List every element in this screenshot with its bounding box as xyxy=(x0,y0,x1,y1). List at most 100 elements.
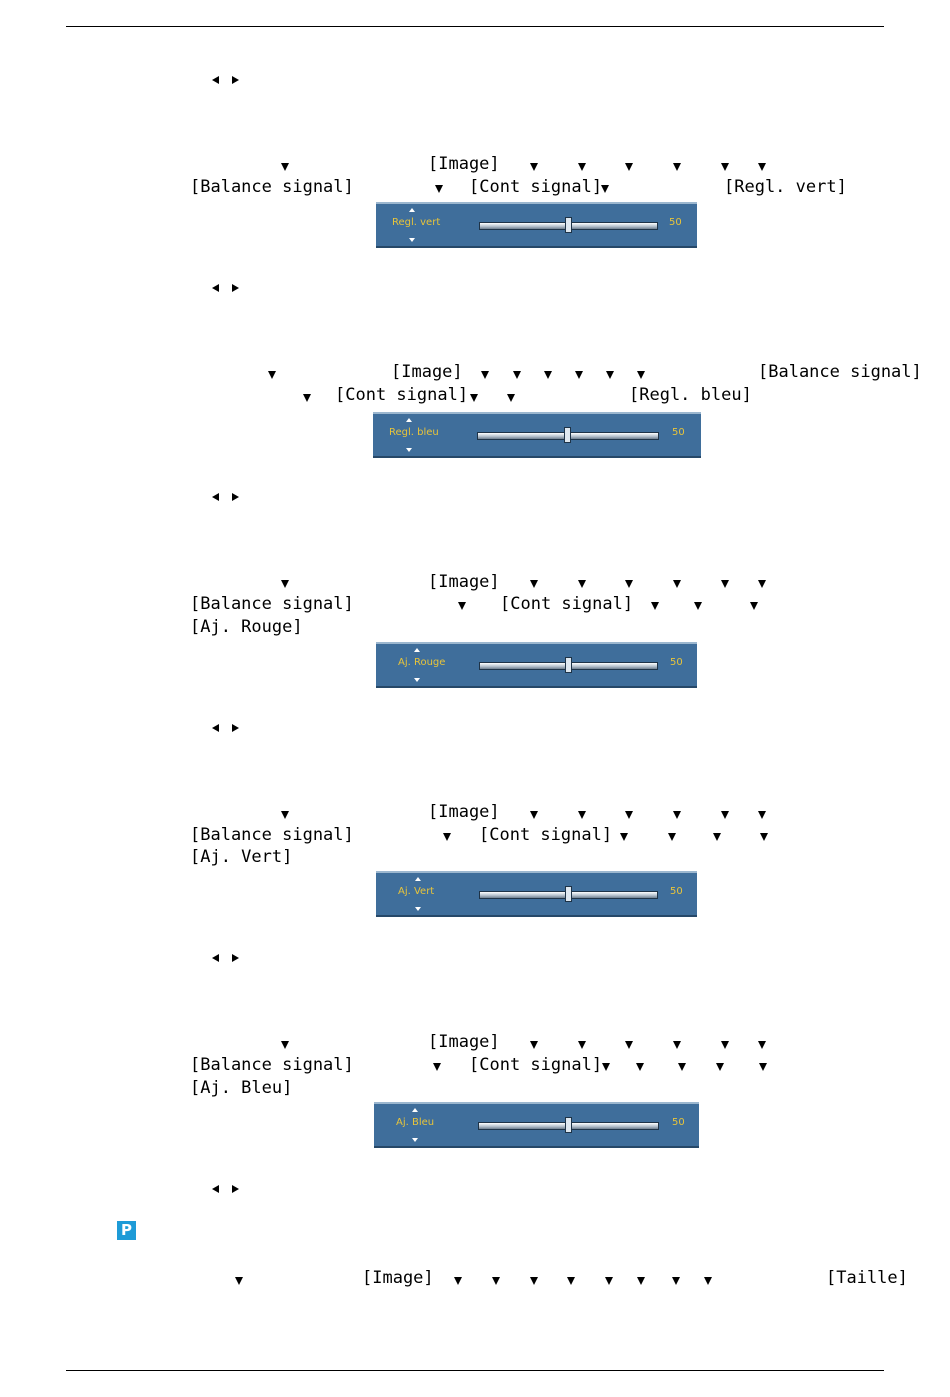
down-arrow-icon xyxy=(435,185,443,193)
up-arrow-icon xyxy=(406,418,412,422)
menu-token-cont-signal: [Cont signal] xyxy=(479,825,613,845)
menu-token-taille: [Taille] xyxy=(826,1268,908,1288)
header-rule xyxy=(66,26,884,27)
menu-token-image: [Image] xyxy=(362,1268,434,1288)
down-arrow-icon xyxy=(651,602,659,610)
down-arrow-icon xyxy=(750,602,758,610)
left-right-arrows-icon xyxy=(212,75,244,85)
menu-token-balance-signal: [Balance signal] xyxy=(190,594,354,614)
down-arrow-icon xyxy=(721,163,729,171)
menu-token-image: [Image] xyxy=(428,572,500,592)
menu-token-image: [Image] xyxy=(428,154,500,174)
menu-token-balance-signal: [Balance signal] xyxy=(758,362,922,382)
slider-knob[interactable] xyxy=(564,217,572,233)
down-arrow-icon xyxy=(454,1277,462,1285)
down-arrow-icon xyxy=(673,1041,681,1049)
down-arrow-icon xyxy=(578,163,586,171)
down-arrow-icon xyxy=(458,602,466,610)
down-arrow-icon xyxy=(470,394,478,402)
menu-token-cont-signal: [Cont signal] xyxy=(335,385,469,405)
down-arrow-icon xyxy=(668,833,676,841)
menu-token-image: [Image] xyxy=(391,362,463,382)
menu-token-aj-vert: [Aj. Vert] xyxy=(190,847,293,867)
down-arrow-icon xyxy=(605,1277,613,1285)
down-arrow-icon xyxy=(281,811,289,819)
down-arrow-icon xyxy=(716,1063,724,1071)
menu-token-balance-signal: [Balance signal] xyxy=(190,825,354,845)
osd-value: 50 xyxy=(672,427,685,438)
down-arrow-icon xyxy=(620,833,628,841)
down-arrow-icon xyxy=(759,1063,767,1071)
down-arrow-icon xyxy=(492,1277,500,1285)
down-arrow-icon xyxy=(672,1277,680,1285)
down-arrow-icon xyxy=(625,1041,633,1049)
down-arrow-icon xyxy=(606,371,614,379)
down-arrow-icon xyxy=(406,448,412,452)
down-arrow-icon xyxy=(678,1063,686,1071)
down-arrow-icon xyxy=(758,1041,766,1049)
down-arrow-icon xyxy=(578,580,586,588)
osd-value: 50 xyxy=(669,217,682,228)
down-arrow-icon xyxy=(721,811,729,819)
slider-knob[interactable] xyxy=(564,1117,572,1133)
slider-knob[interactable] xyxy=(564,657,572,673)
down-arrow-icon xyxy=(235,1277,243,1285)
down-arrow-icon xyxy=(414,678,420,682)
up-arrow-icon xyxy=(412,1108,418,1112)
up-arrow-icon xyxy=(415,877,421,881)
down-arrow-icon xyxy=(760,833,768,841)
down-arrow-icon xyxy=(704,1277,712,1285)
osd-value: 50 xyxy=(670,886,683,897)
osd-slider-regl-vert: Regl. vert 50 xyxy=(376,202,697,248)
down-arrow-icon xyxy=(758,580,766,588)
down-arrow-icon xyxy=(530,580,538,588)
left-right-arrows-icon xyxy=(212,723,244,733)
down-arrow-icon xyxy=(281,163,289,171)
left-right-arrows-icon xyxy=(212,492,244,502)
menu-token-aj-bleu: [Aj. Bleu] xyxy=(190,1078,293,1098)
down-arrow-icon xyxy=(513,371,521,379)
down-arrow-icon xyxy=(625,811,633,819)
osd-slider-regl-bleu: Regl. bleu 50 xyxy=(373,412,701,458)
down-arrow-icon xyxy=(625,163,633,171)
down-arrow-icon xyxy=(530,163,538,171)
slider-knob[interactable] xyxy=(564,427,571,443)
down-arrow-icon xyxy=(575,371,583,379)
down-arrow-icon xyxy=(507,394,515,402)
menu-token-balance-signal: [Balance signal] xyxy=(190,1055,354,1075)
down-arrow-icon xyxy=(673,580,681,588)
down-arrow-icon xyxy=(758,163,766,171)
up-arrow-icon xyxy=(414,648,420,652)
down-arrow-icon xyxy=(578,811,586,819)
down-arrow-icon xyxy=(601,185,609,193)
menu-token-cont-signal: [Cont signal] xyxy=(469,1055,603,1075)
up-arrow-icon xyxy=(409,208,415,212)
down-arrow-icon xyxy=(567,1277,575,1285)
osd-label: Aj. Rouge xyxy=(398,657,446,668)
down-arrow-icon xyxy=(530,811,538,819)
osd-slider-aj-rouge: Aj. Rouge 50 xyxy=(376,642,697,688)
left-right-arrows-icon xyxy=(212,1184,244,1194)
down-arrow-icon xyxy=(637,1277,645,1285)
menu-token-image: [Image] xyxy=(428,1032,500,1052)
down-arrow-icon xyxy=(281,1041,289,1049)
down-arrow-icon xyxy=(268,371,276,379)
osd-label: Aj. Vert xyxy=(398,886,435,897)
down-arrow-icon xyxy=(415,907,421,911)
down-arrow-icon xyxy=(713,833,721,841)
down-arrow-icon xyxy=(303,394,311,402)
down-arrow-icon xyxy=(602,1063,610,1071)
down-arrow-icon xyxy=(637,371,645,379)
down-arrow-icon xyxy=(625,580,633,588)
slider-knob[interactable] xyxy=(564,886,572,902)
down-arrow-icon xyxy=(673,163,681,171)
down-arrow-icon xyxy=(721,580,729,588)
down-arrow-icon xyxy=(544,371,552,379)
osd-slider-aj-bleu: Aj. Bleu 50 xyxy=(374,1102,699,1148)
menu-token-regl-vert: [Regl. vert] xyxy=(724,177,847,197)
menu-token-image: [Image] xyxy=(428,802,500,822)
osd-label: Aj. Bleu xyxy=(396,1117,435,1128)
menu-token-regl-bleu: [Regl. bleu] xyxy=(629,385,752,405)
menu-token-cont-signal: [Cont signal] xyxy=(469,177,603,197)
down-arrow-icon xyxy=(530,1277,538,1285)
